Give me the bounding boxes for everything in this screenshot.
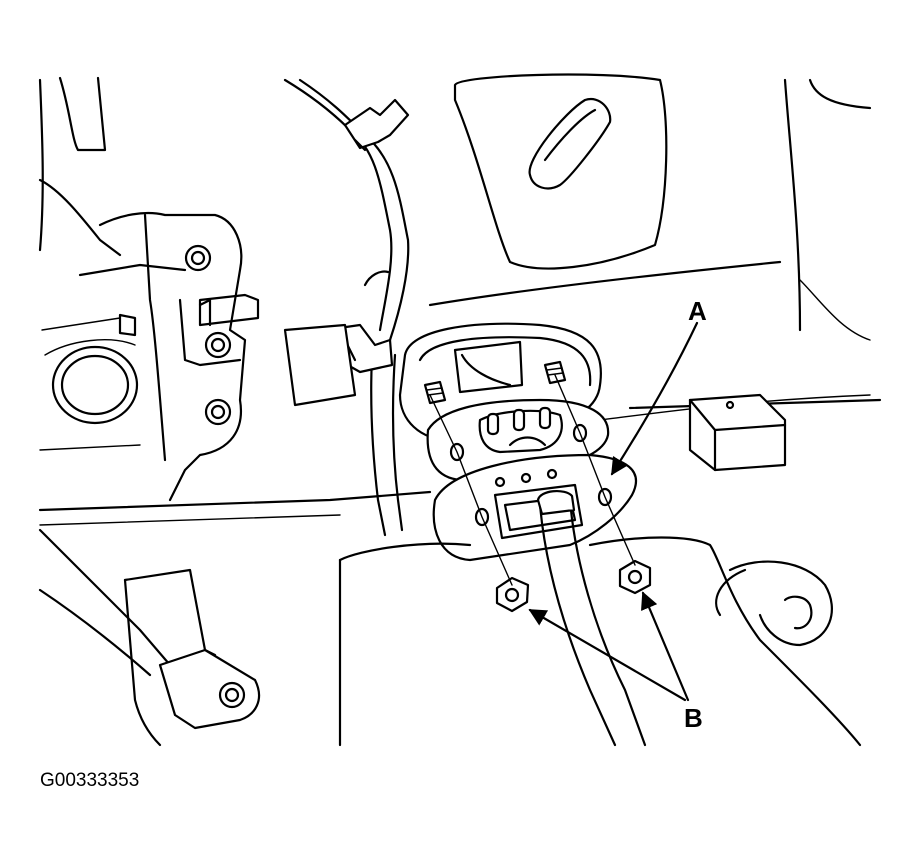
callout-label-b: B (684, 703, 703, 733)
floor-oval-hole (44, 339, 139, 425)
mounting-block (688, 393, 787, 472)
shift-cable (536, 490, 647, 747)
bracket-bolt-lower (204, 398, 232, 426)
floor-recess-pocket (453, 73, 668, 270)
figure-id: G00333353 (40, 770, 139, 791)
mounting-bolt-left (495, 576, 530, 613)
wiring-harness (283, 78, 410, 537)
pedal-bracket (78, 211, 260, 502)
stud-right (543, 360, 567, 385)
console-tunnel (338, 536, 862, 747)
alignment-guide-lines (429, 374, 636, 586)
mounting-bolt-right (618, 559, 652, 595)
diagonal-support-arm (38, 528, 261, 747)
bracket-bolt-middle (204, 331, 232, 359)
callout-b-leader-right (641, 591, 690, 702)
callout-label-a: A (688, 296, 707, 326)
callout-a-leader (610, 321, 699, 476)
callout-b-leader-left (528, 608, 687, 702)
floor-grommet-left (283, 323, 357, 407)
bracket-bolt-upper (184, 244, 212, 272)
harness-clip-upper (343, 98, 410, 152)
stud-left (423, 380, 447, 405)
